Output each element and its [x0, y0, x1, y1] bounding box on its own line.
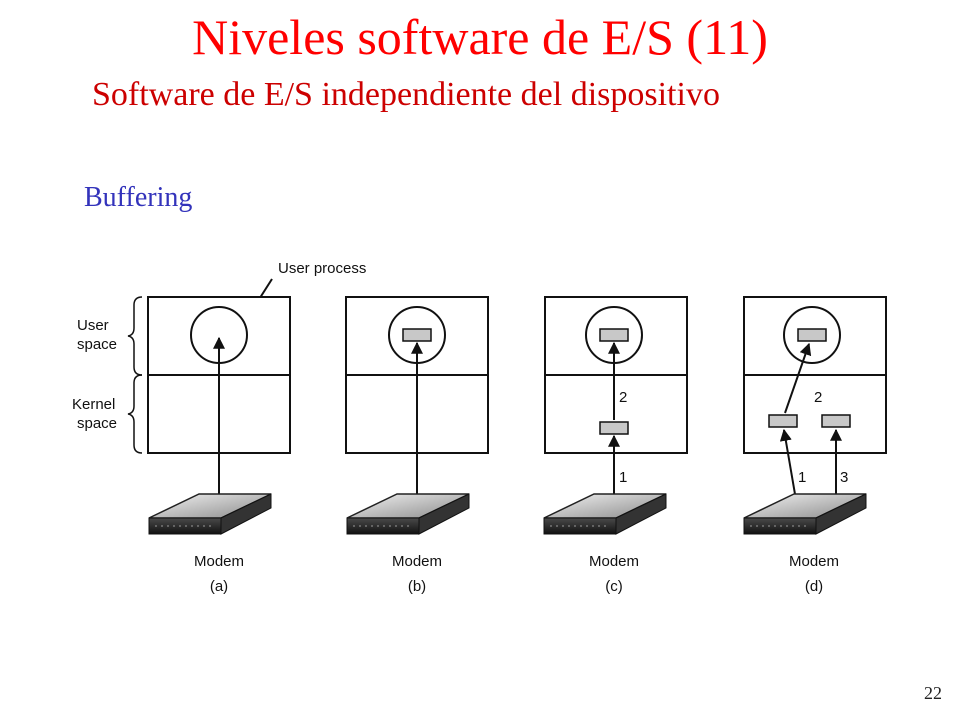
- panel-caption: (d): [805, 578, 823, 595]
- user-buffer: [797, 328, 827, 342]
- panel-c: 2 1 Modem (c): [543, 296, 688, 595]
- kernel-space-brace: [127, 374, 143, 454]
- arrow-label: 1: [619, 469, 627, 486]
- panel-caption: (b): [408, 578, 426, 595]
- topic-label: Buffering: [84, 182, 193, 213]
- panel-caption: (c): [605, 578, 623, 595]
- panel-a: Modem (a): [147, 296, 291, 595]
- user-process-callout: User process: [278, 260, 366, 277]
- kernel-buffer-2: [821, 414, 851, 428]
- kernel-buffer: [599, 421, 629, 435]
- svg-text:space: space: [77, 415, 117, 432]
- arrow-2: [784, 342, 812, 414]
- kernel-buffer-1: [768, 414, 798, 428]
- arrow-label: 3: [840, 469, 848, 486]
- modem-label: Modem: [392, 553, 442, 570]
- panel-d: 2 1 3 Modem (d): [743, 296, 887, 595]
- arrow-label: 1: [798, 469, 806, 486]
- modem-label: Modem: [589, 553, 639, 570]
- svg-text:space: space: [77, 336, 117, 353]
- modem-icon: [743, 493, 867, 535]
- arrow-label: 2: [814, 389, 822, 406]
- user-buffer: [402, 328, 432, 342]
- modem-icon: [346, 493, 470, 535]
- arrow-1: [779, 428, 797, 501]
- slide-title: Niveles software de E/S (11): [192, 9, 768, 65]
- modem-icon: [148, 493, 272, 535]
- modem-icon: [543, 493, 667, 535]
- svg-text:User: User: [77, 317, 109, 334]
- kernel-space-label: Kernel space: [72, 396, 117, 432]
- page-number: 22: [924, 683, 942, 703]
- modem-label: Modem: [194, 553, 244, 570]
- modem-label: Modem: [789, 553, 839, 570]
- user-space-brace: [127, 296, 143, 376]
- slide-subtitle: Software de E/S independiente del dispos…: [92, 76, 720, 113]
- svg-text:Kernel: Kernel: [72, 396, 115, 413]
- panel-caption: (a): [210, 578, 228, 595]
- panel-b: Modem (b): [345, 296, 489, 595]
- arrow-label: 2: [619, 389, 627, 406]
- user-space-label: User space: [77, 317, 117, 353]
- user-buffer: [599, 328, 629, 342]
